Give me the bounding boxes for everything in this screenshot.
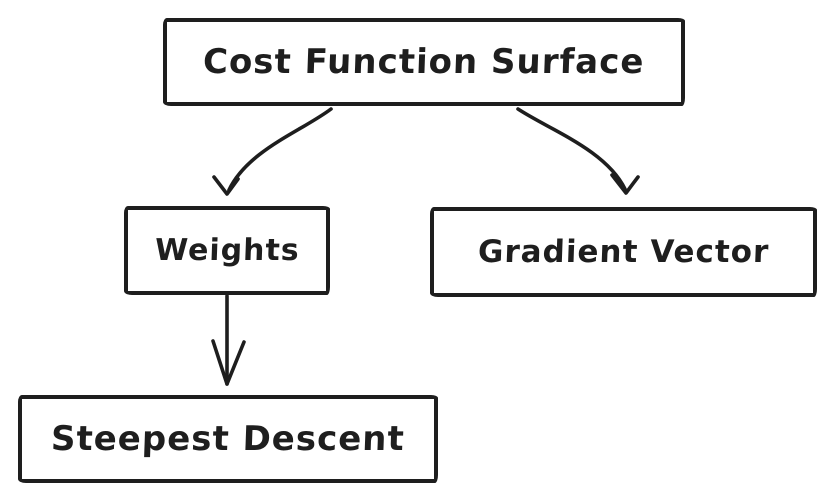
arrow-cost-to-weights <box>227 107 333 192</box>
node-gradient-vector: Gradient Vector <box>430 207 817 297</box>
arrowhead-weights-to-steepest-icon <box>211 339 246 386</box>
node-steepest-descent-label: Steepest Descent <box>50 419 406 459</box>
node-steepest-descent: Steepest Descent <box>18 395 438 483</box>
arrow-cost-to-gradient <box>516 107 627 191</box>
node-weights-label: Weights <box>154 233 300 268</box>
arrowhead-cost-to-weights-icon <box>212 175 240 196</box>
node-cost-function-surface-label: Cost Function Surface <box>202 42 646 82</box>
node-weights: Weights <box>124 206 330 295</box>
node-cost-function-surface: Cost Function Surface <box>163 18 685 106</box>
arrowhead-cost-to-gradient-icon <box>610 173 640 195</box>
node-gradient-vector-label: Gradient Vector <box>477 234 770 270</box>
